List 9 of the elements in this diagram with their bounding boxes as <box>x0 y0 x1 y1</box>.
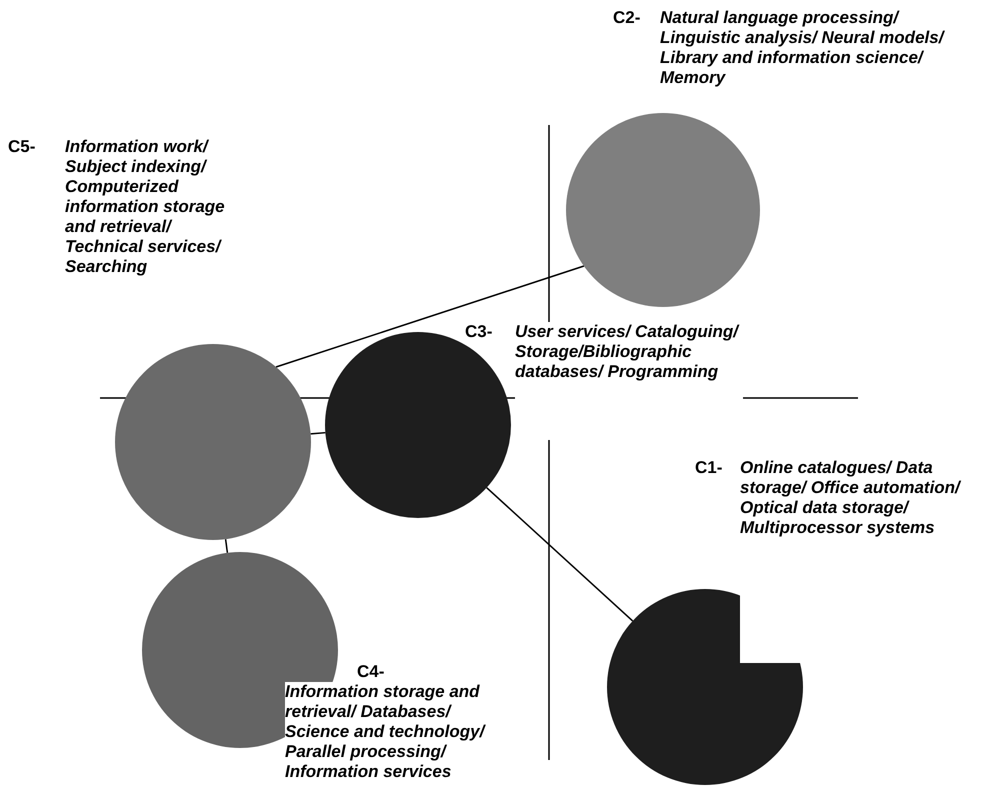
connector-line <box>224 539 228 553</box>
cluster-circle <box>607 589 803 785</box>
cluster-circle <box>115 344 311 540</box>
connector-line <box>310 432 326 435</box>
cluster-circle <box>566 113 760 307</box>
cluster-keywords: Online catalogues/ Data storage/ Office automation/ Optical data storage/ Multiprocessor systems <box>740 458 962 663</box>
connector-line <box>486 487 634 622</box>
connector-line <box>276 265 584 368</box>
cluster-keywords: User services/ Cataloguing/ Storage/Bibliographic databases/ Programming <box>515 322 743 440</box>
